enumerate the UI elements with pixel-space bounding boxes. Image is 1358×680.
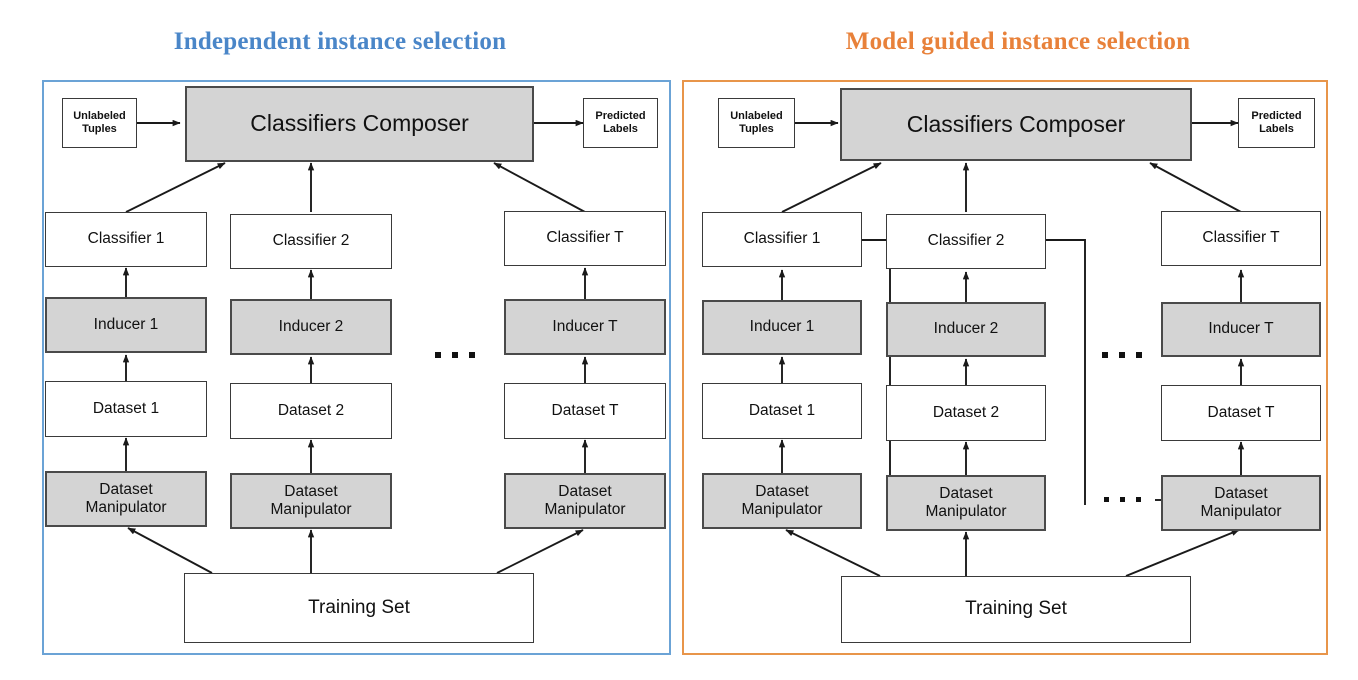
inducer-2-box-right: Inducer 2 <box>886 302 1046 357</box>
classifier-t-box-left: Classifier T <box>504 211 666 266</box>
manip-line1: Dataset <box>1214 484 1268 502</box>
manip-line2: Manipulator <box>925 503 1007 520</box>
inducer-t-box-right: Inducer T <box>1161 302 1321 357</box>
dataset-manipulator-2-box-right: Dataset Manipulator <box>886 475 1046 531</box>
manip-line2: Manipulator <box>741 501 823 518</box>
manip-line1: Dataset <box>284 482 338 500</box>
training-set-box-right: Training Set <box>841 576 1191 643</box>
arrow-classifierT-to-composer-left <box>493 162 586 213</box>
dataset-manipulator-1-box-right: Dataset Manipulator <box>702 473 862 529</box>
ellipsis-right-panel-upper <box>1102 352 1142 358</box>
feedback-classifier1-to-manip2 <box>862 239 911 504</box>
predicted-line1: Predicted <box>1251 110 1302 123</box>
manip-line1: Dataset <box>755 482 809 500</box>
training-set-box-left: Training Set <box>184 573 534 643</box>
left-panel-frame <box>42 80 671 655</box>
classifier-t-box-right: Classifier T <box>1161 211 1321 266</box>
inducer-2-box-left: Inducer 2 <box>230 299 392 355</box>
classifier-1-box-right: Classifier 1 <box>702 212 862 267</box>
inducer-1-box-left: Inducer 1 <box>45 297 207 353</box>
unlabeled-line2: Tuples <box>739 123 774 135</box>
arrow-classifier1-to-composer-right <box>781 162 882 213</box>
dataset-2-box-right: Dataset 2 <box>886 385 1046 441</box>
feedback-classifier2-trunk <box>1046 239 1086 505</box>
dataset-manipulator-2-box-left: Dataset Manipulator <box>230 473 392 529</box>
arrow-classifierT-to-composer-right <box>1149 162 1242 213</box>
manip-line2: Manipulator <box>85 499 167 516</box>
classifier-1-box-left: Classifier 1 <box>45 212 207 267</box>
dataset-1-box-left: Dataset 1 <box>45 381 207 437</box>
manip-line1: Dataset <box>558 482 612 500</box>
classifiers-composer-box-right: Classifiers Composer <box>840 88 1192 161</box>
inducer-t-box-left: Inducer T <box>504 299 666 355</box>
manip-line2: Manipulator <box>270 501 352 518</box>
left-panel-title: Independent instance selection <box>173 28 507 55</box>
arrow-training-to-manipT-right <box>1125 529 1240 577</box>
right-panel-title: Model guided instance selection <box>845 28 1191 55</box>
dataset-1-box-right: Dataset 1 <box>702 383 862 439</box>
dataset-t-box-right: Dataset T <box>1161 385 1321 441</box>
manip-line2: Manipulator <box>1200 503 1282 520</box>
ellipsis-right-panel-lower <box>1104 497 1141 502</box>
ellipsis-left-panel <box>435 352 475 358</box>
predicted-labels-box-left: Predicted Labels <box>583 98 658 148</box>
dataset-t-box-left: Dataset T <box>504 383 666 439</box>
manip-line1: Dataset <box>99 480 153 498</box>
classifiers-composer-box-left: Classifiers Composer <box>185 86 534 162</box>
predicted-line2: Labels <box>603 123 638 135</box>
predicted-line2: Labels <box>1259 123 1294 135</box>
predicted-line1: Predicted <box>595 110 646 123</box>
manip-line1: Dataset <box>939 484 993 502</box>
classifier-2-box-right: Classifier 2 <box>886 214 1046 269</box>
unlabeled-line1: Unlabeled <box>73 110 126 123</box>
arrow-training-to-manip1-left <box>127 527 213 574</box>
dataset-manipulator-t-box-left: Dataset Manipulator <box>504 473 666 529</box>
classifier-2-box-left: Classifier 2 <box>230 214 392 269</box>
unlabeled-line1: Unlabeled <box>730 110 783 123</box>
arrow-classifier1-to-composer-left <box>125 162 226 213</box>
arrow-training-to-manip1-right <box>785 529 881 577</box>
dataset-manipulator-1-box-left: Dataset Manipulator <box>45 471 207 527</box>
dataset-manipulator-t-box-right: Dataset Manipulator <box>1161 475 1321 531</box>
unlabeled-tuples-box-left: Unlabeled Tuples <box>62 98 137 148</box>
predicted-labels-box-right: Predicted Labels <box>1238 98 1315 148</box>
right-panel-frame <box>682 80 1328 655</box>
unlabeled-tuples-box-right: Unlabeled Tuples <box>718 98 795 148</box>
manip-line2: Manipulator <box>544 501 626 518</box>
dataset-2-box-left: Dataset 2 <box>230 383 392 439</box>
arrow-training-to-manipT-left <box>496 529 584 574</box>
inducer-1-box-right: Inducer 1 <box>702 300 862 355</box>
unlabeled-line2: Tuples <box>82 123 117 135</box>
